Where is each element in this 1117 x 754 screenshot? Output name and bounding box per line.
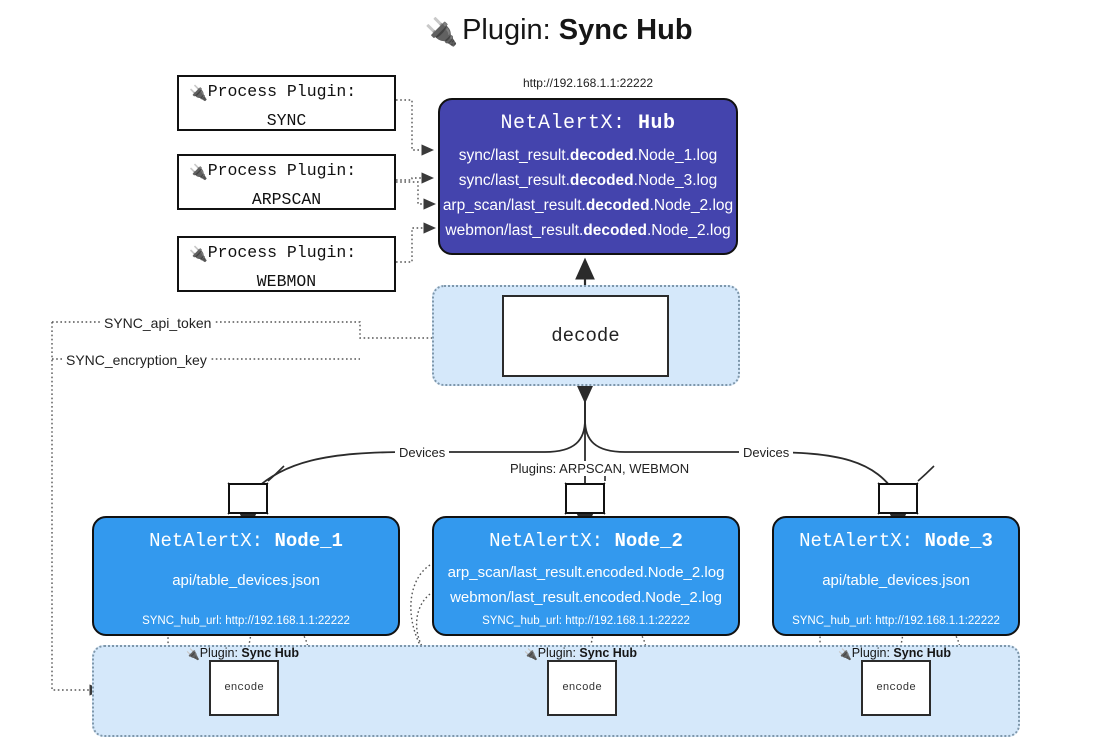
node-title: NetAlertX: Node_1 xyxy=(94,530,398,552)
page-title: 🔌Plugin: Sync Hub xyxy=(0,14,1117,48)
log-mid: decoded xyxy=(569,172,634,189)
hub-box[interactable]: NetAlertX: Hub sync/last_result.decoded.… xyxy=(438,98,738,255)
hub-log-line: arp_scan/last_result.decoded.Node_2.log xyxy=(440,193,736,218)
node-footer: SYNC_hub_url: http://192.168.1.1:22222 xyxy=(792,615,1000,627)
plug-icon: 🔌 xyxy=(189,86,208,103)
log-post: .Node_2.log xyxy=(649,197,734,214)
node-title-name: Node_1 xyxy=(274,530,343,552)
hub-log-line: sync/last_result.decoded.Node_1.log xyxy=(440,143,736,168)
page-title-prefix: Plugin: xyxy=(462,14,551,46)
plug-icon: 🔌 xyxy=(838,649,852,661)
encode-plugin-name: Sync Hub xyxy=(579,646,638,660)
edge-label-devices-right: Devices xyxy=(739,445,794,460)
encode-plugin-prefix: Plugin: xyxy=(537,646,576,660)
node-title: NetAlertX: Node_2 xyxy=(434,530,738,552)
node-title-prefix: NetAlertX: xyxy=(489,530,604,552)
node-to-decode-edges xyxy=(247,385,899,498)
log-mid: decoded xyxy=(583,222,647,239)
encode-plugin-label: 🔌Plugin: Sync Hub xyxy=(838,646,951,661)
node-box-node-1[interactable]: NetAlertX: Node_1 api/table_devices.json… xyxy=(92,516,400,636)
process-plugin-label: 🔌Process Plugin: xyxy=(189,243,357,264)
plug-icon: 🔌 xyxy=(189,247,208,264)
encode-plugin-prefix: Plugin: xyxy=(199,646,238,660)
plug-icon: 🔌 xyxy=(186,649,200,661)
edge-label-devices-left: Devices xyxy=(395,445,450,460)
edge-label-plugins: Plugins: ARPSCAN, WEBMON xyxy=(506,461,694,476)
encode-plugin-prefix: Plugin: xyxy=(851,646,890,660)
envelope-icon xyxy=(565,483,605,514)
hub-log-list: sync/last_result.decoded.Node_1.log sync… xyxy=(440,143,736,243)
log-mid: decoded xyxy=(569,147,634,164)
process-plugin-label: 🔌Process Plugin: xyxy=(189,161,357,182)
node-box-node-2[interactable]: NetAlertX: Node_2 arp_scan/last_result.e… xyxy=(432,516,740,636)
plug-icon: 🔌 xyxy=(424,17,459,47)
hub-url-label: http://192.168.1.1:22222 xyxy=(522,76,654,90)
log-pre: webmon/last_result. xyxy=(445,222,584,239)
log-pre: sync/last_result. xyxy=(458,147,570,164)
log-mid: decoded xyxy=(585,197,650,214)
page-title-name: Sync Hub xyxy=(558,14,693,46)
log-post: .Node_2.log xyxy=(646,222,731,239)
encode-plugin-label: 🔌Plugin: Sync Hub xyxy=(524,646,637,661)
encode-box[interactable]: encode xyxy=(861,660,931,716)
decode-box[interactable]: decode xyxy=(502,295,669,377)
plug-icon: 🔌 xyxy=(524,649,538,661)
node-line: arp_scan/last_result.encoded.Node_2.log xyxy=(447,564,725,581)
node-title-prefix: NetAlertX: xyxy=(149,530,264,552)
plugin-to-hub-connectors xyxy=(396,99,437,263)
encode-box[interactable]: encode xyxy=(547,660,617,716)
node-line: webmon/last_result.encoded.Node_2.log xyxy=(450,589,722,606)
process-plugin-box-sync[interactable]: 🔌Process Plugin: SYNC xyxy=(177,75,396,131)
process-plugin-box-webmon[interactable]: 🔌Process Plugin: WEBMON xyxy=(177,236,396,292)
envelope-icon xyxy=(878,483,918,514)
sync-encryption-key-label: SYNC_encryption_key xyxy=(62,352,211,368)
node-line-list: api/table_devices.json xyxy=(94,568,398,593)
node-title-name: Node_3 xyxy=(924,530,993,552)
process-plugin-name: SYNC xyxy=(266,111,307,130)
node-title-name: Node_2 xyxy=(614,530,683,552)
node-footer: SYNC_hub_url: http://192.168.1.1:22222 xyxy=(482,615,690,627)
hub-title-name: Hub xyxy=(638,112,676,135)
node-line-list: arp_scan/last_result.encoded.Node_2.log … xyxy=(434,560,738,610)
node-title: NetAlertX: Node_3 xyxy=(774,530,1018,552)
hub-title-prefix: NetAlertX: xyxy=(500,112,626,135)
encode-plugin-name: Sync Hub xyxy=(893,646,952,660)
process-plugin-name: WEBMON xyxy=(256,272,317,291)
node-box-node-3[interactable]: NetAlertX: Node_3 api/table_devices.json… xyxy=(772,516,1020,636)
node-line: api/table_devices.json xyxy=(822,572,970,589)
encode-plugin-label: 🔌Plugin: Sync Hub xyxy=(186,646,299,661)
envelope-icon xyxy=(228,483,268,514)
encode-plugin-name: Sync Hub xyxy=(241,646,300,660)
plug-icon: 🔌 xyxy=(189,165,208,182)
process-plugin-box-arpscan[interactable]: 🔌Process Plugin: ARPSCAN xyxy=(177,154,396,210)
node-line: api/table_devices.json xyxy=(172,572,320,589)
hub-title: NetAlertX: Hub xyxy=(440,112,736,135)
log-post: .Node_1.log xyxy=(633,147,718,164)
log-pre: sync/last_result. xyxy=(458,172,570,189)
node-line-list: api/table_devices.json xyxy=(774,568,1018,593)
log-post: .Node_3.log xyxy=(633,172,718,189)
process-plugin-name: ARPSCAN xyxy=(251,190,322,209)
process-plugin-label: 🔌Process Plugin: xyxy=(189,82,357,103)
node-footer: SYNC_hub_url: http://192.168.1.1:22222 xyxy=(142,615,350,627)
sync-api-token-label: SYNC_api_token xyxy=(100,315,216,331)
hub-log-line: sync/last_result.decoded.Node_3.log xyxy=(440,168,736,193)
node-title-prefix: NetAlertX: xyxy=(799,530,914,552)
log-pre: arp_scan/last_result. xyxy=(442,197,586,214)
encode-box[interactable]: encode xyxy=(209,660,279,716)
hub-log-line: webmon/last_result.decoded.Node_2.log xyxy=(440,218,736,243)
